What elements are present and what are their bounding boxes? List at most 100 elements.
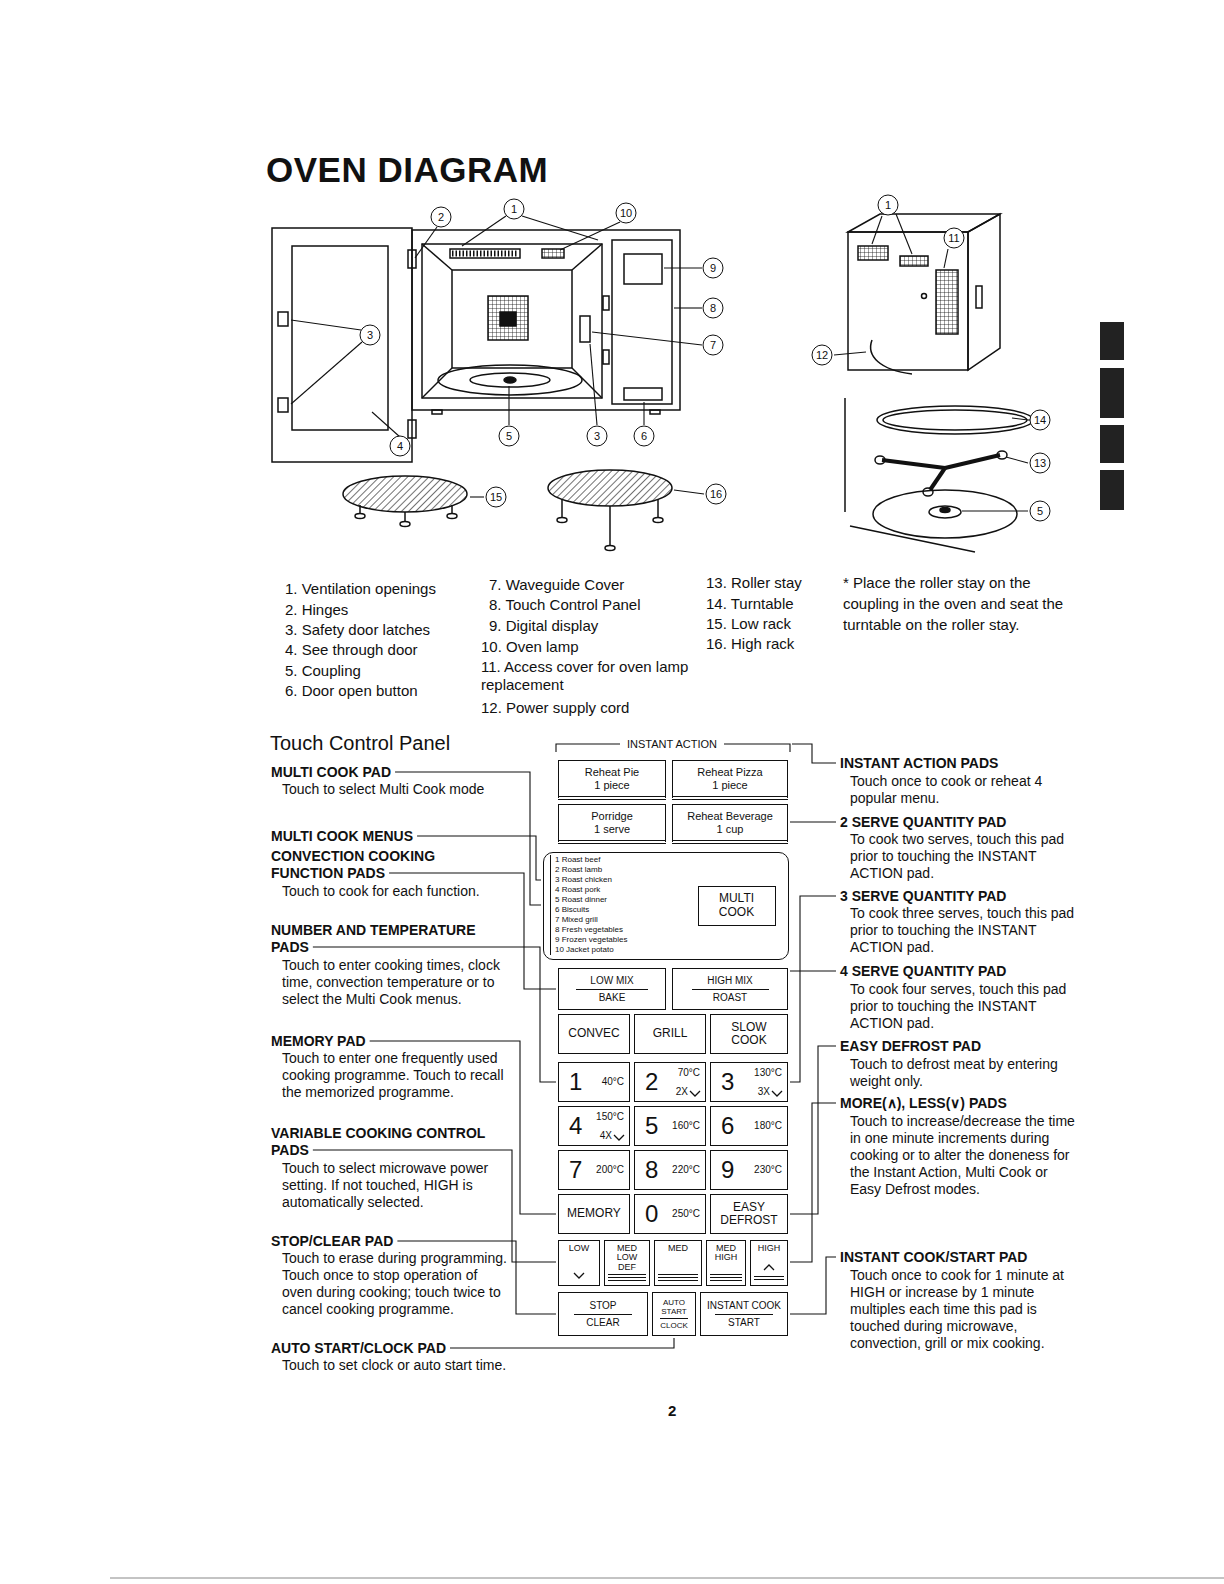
callout-leader	[522, 216, 598, 240]
pad-label: HIGH	[758, 1244, 781, 1253]
number-pad: 7200°C	[558, 1150, 630, 1190]
rack-drawing	[447, 514, 457, 519]
pad-description: To cook four serves, touch this pad prio…	[850, 981, 1078, 1032]
front-view	[278, 398, 288, 412]
level-stripes	[608, 1274, 646, 1282]
pad-heading: EASY DEFROST PAD	[840, 1038, 981, 1055]
more-chevron	[763, 1264, 775, 1271]
callout-number: 5	[1030, 501, 1051, 522]
temperature: 160°C	[672, 1121, 700, 1131]
turntable-drawing	[940, 508, 950, 513]
pad-description: Touch to set clock or auto start time.	[282, 1357, 507, 1374]
instant-action-pad: Reheat Beverage1 cup	[672, 804, 788, 844]
rack-drawing	[561, 499, 563, 518]
instant-action-pad: Reheat Pie1 piece	[558, 760, 666, 800]
parts-list-item: 2. Hinges	[285, 601, 348, 619]
pad-number: 1	[569, 1070, 582, 1094]
pad-sublabel: 1 piece	[594, 779, 629, 792]
front-view	[412, 230, 680, 410]
page-rule	[110, 1578, 1224, 1579]
rack-drawing	[557, 518, 567, 523]
menu-item: 3 Roast chicken	[555, 875, 628, 885]
parts-list-item: 5. Coupling	[285, 662, 361, 680]
leader-line	[790, 1103, 836, 1262]
callout-number: 4	[390, 436, 411, 457]
callout-number: 3	[360, 325, 381, 346]
function-pad: CONVEC	[558, 1014, 630, 1054]
pad-label: AUTO START	[655, 1298, 693, 1316]
callout-number: 2	[431, 207, 452, 228]
callout-leader	[872, 216, 882, 244]
parts-list-item: 6. Door open button	[285, 682, 418, 700]
parts-list-item: 15. Low rack	[706, 615, 791, 633]
rack-drawing	[653, 518, 663, 523]
number-pad: 6180°C	[710, 1106, 788, 1146]
temperature: 180°C	[754, 1121, 782, 1131]
pad-number: 5	[645, 1114, 658, 1138]
front-view	[408, 420, 416, 438]
pad-label: STOP	[589, 1300, 616, 1312]
parts-list-item: 7. Waveguide Cover	[489, 576, 624, 594]
chevron-stroke	[574, 1273, 584, 1278]
callout-leader	[470, 496, 484, 497]
turntable-drawing	[930, 468, 945, 490]
front-view	[624, 388, 662, 400]
pad-description: Touch once to cook or reheat 4 popular m…	[850, 773, 1078, 807]
pad-label: EASY DEFROST	[713, 1201, 785, 1227]
function-pad: AUTO STARTCLOCK	[652, 1292, 696, 1336]
turntable-drawing	[945, 455, 1000, 468]
callout-number: 6	[634, 426, 655, 447]
number-pad: 0250°C	[634, 1194, 706, 1234]
front-view	[488, 296, 528, 340]
pad-description: Touch to erase during programming. Touch…	[282, 1250, 507, 1318]
chevron-stroke	[772, 1091, 782, 1096]
rear-view	[848, 214, 1000, 374]
power-level-pad: MED HIGH	[706, 1240, 746, 1286]
section-tab	[1100, 322, 1124, 360]
callout-leader	[834, 352, 866, 355]
section-tab	[1100, 470, 1124, 510]
turntable-drawing	[883, 410, 1027, 430]
function-pad: GRILL	[634, 1014, 706, 1054]
rack-drawing	[548, 470, 672, 506]
pad-heading: NUMBER AND TEMPERATURE PADS	[271, 922, 511, 956]
chevron-stroke	[764, 1265, 774, 1270]
less-chevron	[613, 1134, 625, 1141]
callout-number: 12	[812, 345, 833, 366]
pad-sublabel: 1 serve	[594, 823, 630, 836]
pad-number: 9	[721, 1158, 734, 1182]
serve-multiplier: 2X	[676, 1087, 688, 1097]
callout-leader	[291, 214, 1034, 511]
callout-leader	[962, 510, 1028, 511]
rear-view	[871, 340, 912, 374]
rack-drawing	[609, 506, 611, 546]
menu-item: 4 Roast pork	[555, 885, 628, 895]
chevron-stroke	[614, 1135, 624, 1140]
callout-leader	[664, 267, 702, 268]
pad-label: CONVEC	[568, 1027, 619, 1040]
leader-line	[790, 821, 836, 822]
temperature: 250°C	[672, 1209, 700, 1219]
function-pad: MEMORY	[558, 1194, 630, 1234]
function-pad: LOW MIXBAKE	[558, 968, 666, 1010]
callout-leader	[1006, 457, 1028, 463]
level-stripes	[710, 1274, 742, 1282]
function-pad: HIGH MIXROAST	[672, 968, 788, 1010]
front-view	[452, 270, 572, 368]
parts-list-item: 3. Safety door latches	[285, 621, 430, 639]
turntable-drawing	[845, 398, 1033, 552]
number-pad: 4150°C4X	[558, 1106, 630, 1146]
turntable-drawing	[850, 526, 975, 552]
front-view	[450, 249, 520, 258]
leader-line	[450, 1338, 674, 1348]
instant-action-pad: Reheat Pizza1 piece	[672, 760, 788, 800]
parts-list-item: 1. Ventilation openings	[285, 580, 436, 598]
pad-label: LOW MIX	[590, 975, 633, 987]
page-number: 2	[668, 1402, 676, 1420]
front-view	[470, 373, 550, 387]
callout-number: 10	[616, 203, 637, 224]
less-chevron	[573, 1272, 585, 1279]
turntable-drawing	[844, 398, 846, 512]
callout-leader	[592, 332, 702, 345]
callout-leader	[415, 227, 437, 258]
